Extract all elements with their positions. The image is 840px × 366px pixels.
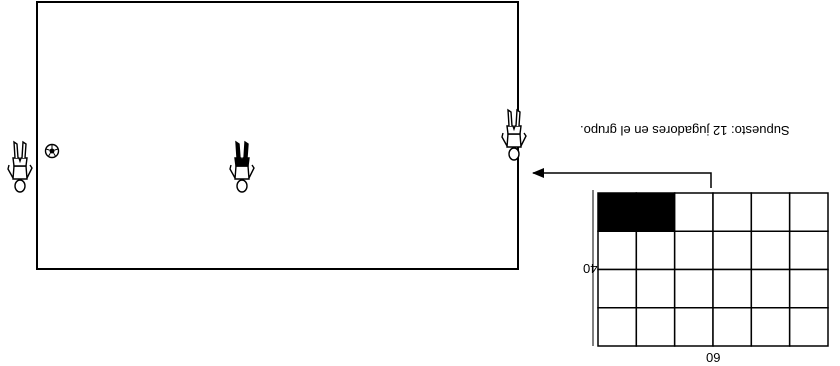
grid-height-label: 40	[583, 261, 597, 276]
grid-cell	[751, 270, 789, 308]
grid-cell	[751, 231, 789, 269]
grid-cell	[675, 193, 713, 231]
grid-cell	[790, 308, 828, 346]
grid-cell	[751, 193, 789, 231]
grid-width-label: 60	[706, 350, 720, 365]
grid-cell	[636, 308, 674, 346]
player-icon	[230, 142, 254, 192]
player-icon	[502, 110, 526, 160]
grid-cell-filled	[636, 193, 674, 231]
grid-cell	[713, 231, 751, 269]
playing-field	[37, 2, 518, 269]
arrow	[533, 173, 711, 188]
caption-text: Supuesto: 12 jugadores en el grupo.	[580, 123, 790, 138]
grid-cell	[713, 193, 751, 231]
grid-cell	[675, 231, 713, 269]
player-icon	[8, 142, 32, 192]
grid	[598, 193, 828, 346]
grid-cell	[636, 270, 674, 308]
grid-cell	[598, 231, 636, 269]
grid-cell	[598, 270, 636, 308]
grid-cell	[675, 270, 713, 308]
grid-cell	[713, 270, 751, 308]
grid-cell	[790, 193, 828, 231]
grid-cell	[636, 231, 674, 269]
grid-cell	[790, 270, 828, 308]
grid-cell	[751, 308, 789, 346]
grid-cell	[675, 308, 713, 346]
grid-cell	[598, 308, 636, 346]
grid-cell	[790, 231, 828, 269]
grid-cell	[713, 308, 751, 346]
grid-cell-filled	[598, 193, 636, 231]
ball-icon	[46, 145, 59, 158]
